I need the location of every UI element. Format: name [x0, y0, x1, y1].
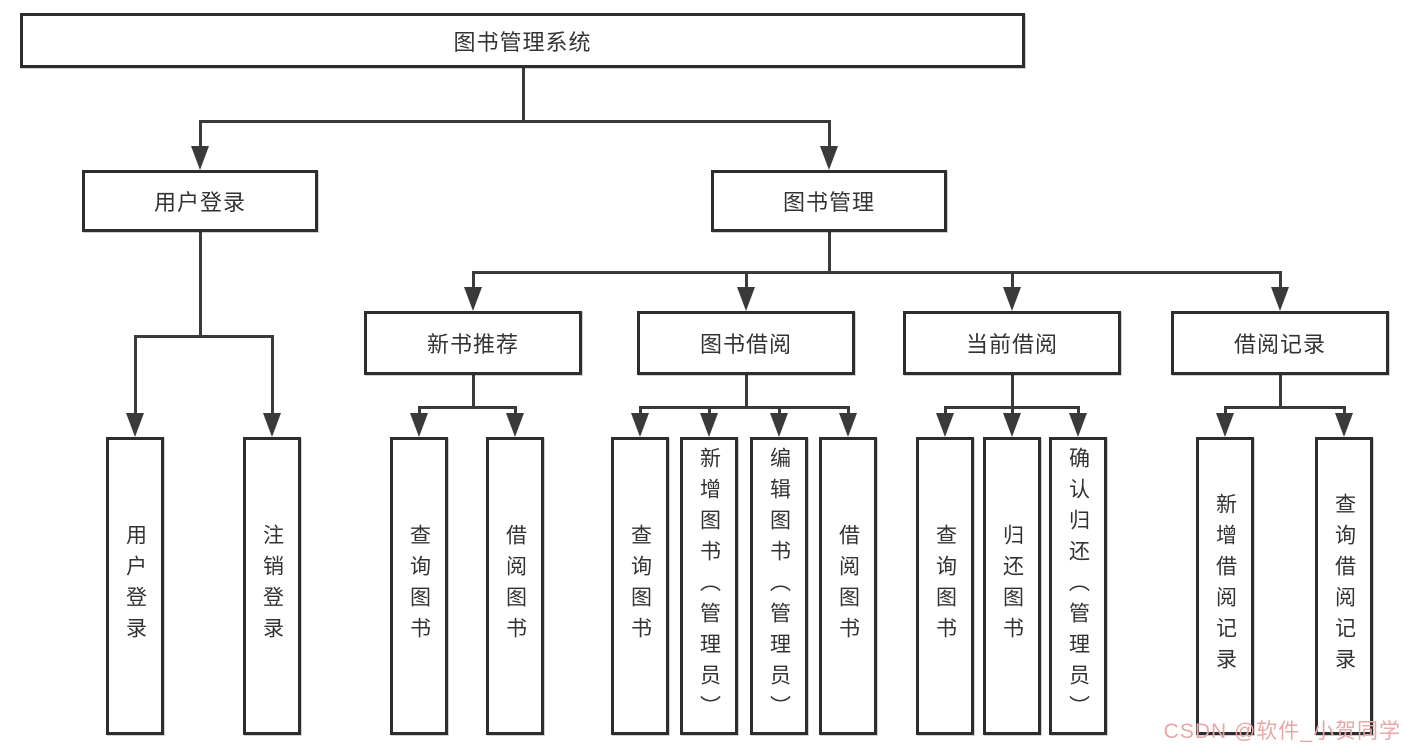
node-label: 借阅图书 [836, 524, 860, 648]
connector-drop-book-borrowing-1 [707, 406, 711, 415]
node-label: 借阅图书 [503, 524, 527, 648]
node-book-management: 图书管理 [711, 170, 947, 232]
node-col-nb-borrow-books: 借阅图书 [486, 437, 544, 735]
node-label: 新书推荐 [426, 332, 519, 357]
connector-rail-borrowing-records [1223, 406, 1346, 409]
node-label: 注销登录 [260, 524, 284, 648]
node-col-user-login: 用户登录 [106, 437, 164, 735]
connector-drop-current-borrowing-2 [1076, 406, 1080, 415]
node-col-bb-borrow-books: 借阅图书 [819, 437, 877, 735]
node-label: 当前借阅 [965, 332, 1058, 357]
connector-stem-book-borrowing [744, 374, 748, 408]
node-col-cb-return-books: 归还图书 [983, 437, 1041, 735]
arrowhead-icon [1003, 287, 1021, 311]
connector-drop-book-management-2 [1010, 271, 1014, 289]
connector-drop-book-borrowing-3 [846, 406, 850, 415]
arrowhead-icon [770, 413, 788, 437]
connector-drop-new-book-recommend-1 [513, 406, 517, 415]
connector-rail-library-system [198, 120, 831, 123]
arrowhead-icon [1335, 413, 1353, 437]
arrowhead-icon [263, 413, 281, 437]
arrowhead-icon [506, 413, 524, 437]
csdn-watermark: CSDN @软件_小贺同学 [1163, 720, 1401, 743]
connector-drop-library-system-0 [198, 120, 202, 148]
arrowhead-icon [700, 413, 718, 437]
node-col-bb-add-books: 新增图书（管理员） [680, 437, 738, 735]
node-user-login: 用户登录 [82, 170, 318, 232]
arrowhead-icon [1003, 413, 1021, 437]
node-library-system: 图书管理系统 [20, 13, 1025, 68]
node-col-cb-confirm-return: 确认归还（管理员） [1049, 437, 1107, 735]
connector-drop-user-login-0 [133, 335, 137, 415]
node-label: 新增图书（管理员） [697, 446, 721, 726]
connector-rail-new-book-recommend [417, 406, 517, 409]
node-col-bb-query-books: 查询图书 [611, 437, 669, 735]
connector-drop-book-management-1 [744, 271, 748, 289]
node-label: 编辑图书（管理员） [767, 446, 791, 726]
arrowhead-icon [1271, 287, 1289, 311]
arrowhead-icon [820, 146, 838, 170]
connector-stem-user-login [198, 231, 202, 337]
arrowhead-icon [1216, 413, 1234, 437]
arrowhead-icon [839, 413, 857, 437]
connector-stem-library-system [521, 67, 525, 122]
connector-rail-book-management [471, 271, 1282, 274]
node-col-logout: 注销登录 [243, 437, 301, 735]
node-col-bb-edit-books: 编辑图书（管理员） [750, 437, 808, 735]
node-current-borrowing: 当前借阅 [903, 311, 1121, 375]
connector-drop-book-borrowing-0 [638, 406, 642, 415]
connector-stem-book-management [827, 231, 831, 273]
connector-rail-user-login [133, 335, 274, 338]
connector-drop-book-management-0 [471, 271, 475, 289]
arrowhead-icon [464, 287, 482, 311]
connector-drop-borrowing-records-0 [1223, 406, 1227, 415]
connector-stem-current-borrowing [1010, 374, 1014, 408]
node-col-br-add-record: 新增借阅记录 [1196, 437, 1254, 735]
arrowhead-icon [737, 287, 755, 311]
node-label: 查询图书 [628, 524, 652, 648]
arrowhead-icon [410, 413, 428, 437]
arrowhead-icon [936, 413, 954, 437]
connector-drop-borrowing-records-1 [1342, 406, 1346, 415]
connector-drop-user-login-1 [270, 335, 274, 415]
node-col-br-query-record: 查询借阅记录 [1315, 437, 1373, 735]
connector-stem-borrowing-records [1278, 374, 1282, 408]
node-label: 图书管理 [782, 190, 875, 215]
connector-rail-book-borrowing [638, 406, 850, 409]
node-label: 新增借阅记录 [1213, 493, 1237, 679]
node-label: 用户登录 [153, 190, 246, 215]
arrowhead-icon [126, 413, 144, 437]
node-label: 图书管理系统 [453, 29, 592, 55]
arrowhead-icon [1069, 413, 1087, 437]
connector-drop-new-book-recommend-0 [417, 406, 421, 415]
node-col-nb-query-books: 查询图书 [390, 437, 448, 735]
node-book-borrowing: 图书借阅 [637, 311, 855, 375]
connector-drop-current-borrowing-1 [1010, 406, 1014, 415]
node-label: 查询图书 [933, 524, 957, 648]
connector-drop-book-management-3 [1278, 271, 1282, 289]
connector-stem-new-book-recommend [471, 374, 475, 408]
connector-drop-current-borrowing-0 [943, 406, 947, 415]
node-label: 图书借阅 [699, 332, 792, 357]
connector-drop-book-borrowing-2 [777, 406, 781, 415]
arrowhead-icon [631, 413, 649, 437]
node-label: 用户登录 [123, 524, 147, 648]
node-new-book-recommend: 新书推荐 [364, 311, 582, 375]
node-borrowing-records: 借阅记录 [1171, 311, 1389, 375]
connector-drop-library-system-1 [827, 120, 831, 148]
node-label: 借阅记录 [1233, 332, 1326, 357]
node-col-cb-query-books: 查询图书 [916, 437, 974, 735]
node-label: 确认归还（管理员） [1066, 446, 1090, 726]
node-label: 查询图书 [407, 524, 431, 648]
node-label: 归还图书 [1000, 524, 1024, 648]
arrowhead-icon [191, 146, 209, 170]
node-label: 查询借阅记录 [1332, 493, 1356, 679]
